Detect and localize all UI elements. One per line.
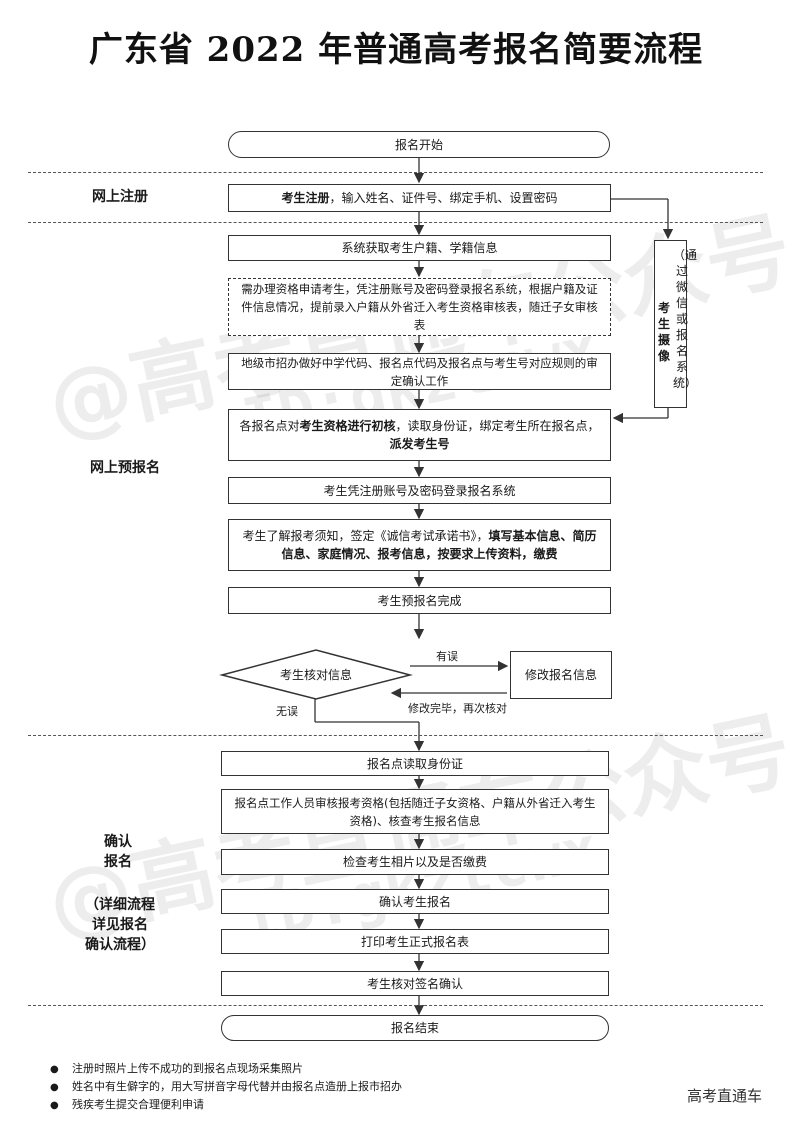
- step-prelim-bold2: 派发考生号: [389, 437, 450, 451]
- footer-brand: 高考直通车: [686, 1087, 762, 1105]
- step-register-bold: 考生注册: [281, 191, 330, 205]
- bullet-icon: ●: [50, 1082, 59, 1093]
- step-prelim-part1: 各报名点对: [239, 419, 300, 433]
- note-3: 残疾考生提交合理便利申请: [72, 1098, 204, 1111]
- step-start: 报名开始: [228, 131, 610, 158]
- section-confirm-line2: 报名: [104, 854, 132, 870]
- side-photo-capture: [654, 240, 687, 408]
- side-photo-text-upper: （通过微信或报名系统）: [673, 248, 698, 390]
- section-divider: [28, 1005, 763, 1006]
- note-1: 注册时照片上传不成功的到报名点现场采集照片: [72, 1062, 303, 1075]
- page-title: 广东省 2022 年普通高考报名简要流程: [88, 30, 704, 70]
- step-fill-info: 考生了解报考须知，签定《诚信考试承诺书》，填写基本信息、简历信息、家庭情况、报考…: [228, 519, 611, 571]
- section-online-register: 网上注册: [92, 189, 148, 205]
- section-divider: [28, 172, 763, 173]
- section-confirm: 确认 报名: [78, 832, 158, 872]
- label-recheck: 修改完毕，再次核对: [408, 702, 507, 715]
- step-prelim-part2: ，读取身份证，绑定考生所在报名点，: [395, 419, 600, 433]
- step-print: 打印考生正式报名表: [221, 929, 609, 954]
- label-no-error: 无误: [276, 705, 298, 718]
- step-check-photo: 检查考生相片以及是否缴费: [221, 849, 609, 875]
- step-qualification-apply: 需办理资格申请考生，凭注册账号及密码登录报名系统，根据户籍及证件信息情况，提前录…: [228, 278, 611, 336]
- step-login: 考生凭注册账号及密码登录报名系统: [228, 477, 611, 504]
- step-modify: 修改报名信息: [510, 651, 612, 699]
- step-confirm: 确认考生报名: [221, 889, 609, 914]
- section-confirm-detail: （详细流程 详见报名 确认流程）: [60, 895, 180, 955]
- step-review: 报名点工作人员审核报考资格(包括随迁子女资格、户籍从外省迁入考生资格)、核查考生…: [221, 789, 609, 834]
- section-divider: [28, 222, 763, 223]
- section-confirm-detail-line3: 确认流程）: [85, 937, 155, 953]
- step-register: 考生注册，输入姓名、证件号、绑定手机、设置密码: [228, 184, 611, 212]
- step-sign: 考生核对签名确认: [221, 971, 609, 996]
- section-confirm-line1: 确认: [104, 834, 132, 850]
- bullet-icon: ●: [50, 1100, 59, 1111]
- step-read-id: 报名点读取身份证: [221, 751, 609, 776]
- side-photo-text-lower: 考生摄像: [657, 301, 670, 363]
- note-2: 姓名中有生僻字的，用大写拼音字母代替并由报名点造册上报市招办: [72, 1080, 402, 1093]
- section-divider: [28, 735, 763, 736]
- step-prelim-check: 各报名点对考生资格进行初核，读取身份证，绑定考生所在报名点， 派发考生号: [228, 409, 611, 461]
- step-fill-part1: 考生了解报考须知，签定《诚信考试承诺书》，: [242, 529, 489, 543]
- step-system-fetch: 系统获取考生户籍、学籍信息: [228, 235, 611, 261]
- step-prelim-bold1: 考生资格进行初核: [299, 419, 396, 433]
- section-confirm-detail-line1: （详细流程: [85, 897, 155, 913]
- step-verify: 考生核对信息: [279, 668, 352, 682]
- section-online-pre-register: 网上预报名: [90, 460, 160, 476]
- section-confirm-detail-line2: 详见报名: [92, 917, 148, 933]
- step-pre-complete: 考生预报名完成: [228, 587, 611, 614]
- step-fill-bold: 填写基本信息、简历信息、家庭情况、报考信息，按要求上传资料，缴费: [281, 529, 597, 561]
- step-code-setup: 地级市招办做好中学代码、报名点代码及报名点与考生号对应规则的审定确认工作: [228, 353, 611, 390]
- label-has-error: 有误: [436, 650, 458, 663]
- step-end: 报名结束: [221, 1015, 609, 1041]
- bullet-icon: ●: [50, 1064, 59, 1075]
- step-register-rest: ，输入姓名、证件号、绑定手机、设置密码: [329, 191, 558, 205]
- verify-diamond: [219, 649, 413, 700]
